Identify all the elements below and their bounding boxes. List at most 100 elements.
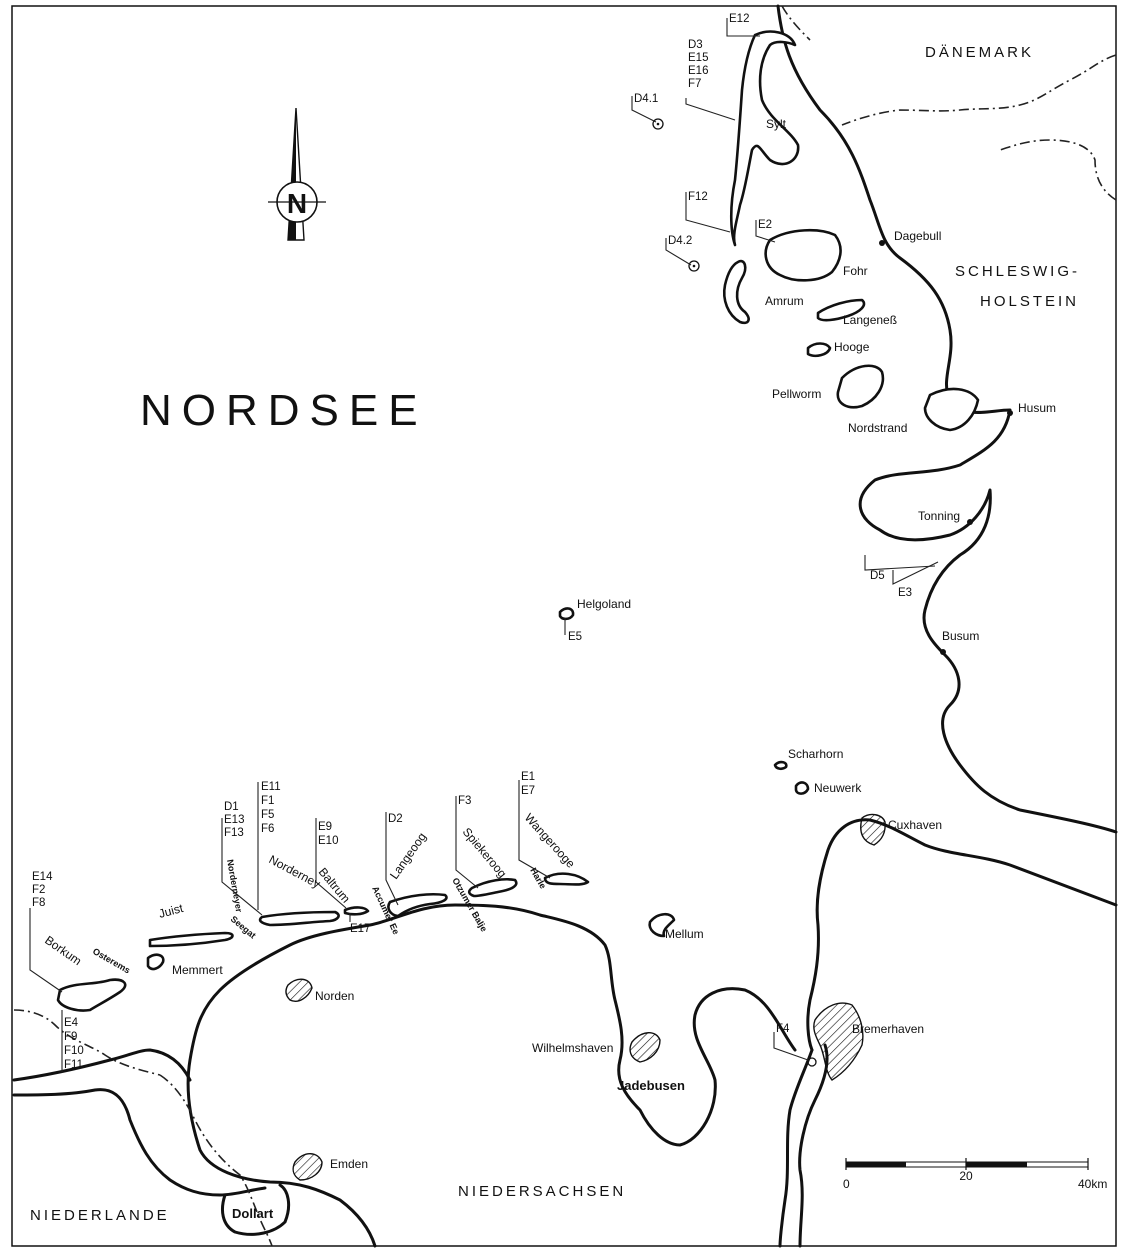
island-scharhorn [773, 760, 788, 771]
label-busum: Busum [942, 629, 979, 643]
label-bremerhaven: Bremerhaven [852, 1022, 924, 1036]
region-schleswig: SCHLESWIG- [955, 263, 1080, 280]
label-mellum: Mellum [665, 927, 704, 941]
stn-e11-3: F6 [261, 823, 274, 835]
city-emden [292, 1153, 323, 1181]
town-markers [652, 118, 1013, 1067]
city-norden [285, 978, 313, 1002]
station-labels: E12 D3 E15 E16 F7 D4.1 F12 D4.2 E2 D5 E3… [32, 13, 912, 1071]
stn-d1-2: F13 [224, 827, 244, 839]
label-sylt: Sylt [766, 117, 787, 131]
stn-borkum-n-2: F8 [32, 897, 45, 909]
town-dot-tonning [967, 519, 973, 525]
label-langeness: Langeneß [843, 313, 897, 327]
stn-d5: D5 [870, 570, 885, 582]
stn-e11-0: E11 [261, 781, 281, 793]
north-arrow-letter: N [287, 188, 307, 219]
label-wangerooge: Wangerooge [522, 811, 578, 871]
label-norderneyer: Norderneyer [225, 859, 244, 914]
label-osterems: Osterems [91, 946, 132, 975]
island-neuwerk [794, 781, 810, 795]
label-cuxhaven: Cuxhaven [888, 818, 942, 832]
label-baltrum: Baltrum [316, 865, 353, 906]
stn-borkum-n-0: E14 [32, 871, 53, 883]
stn-e11-1: F1 [261, 795, 274, 807]
town-dot-busum [940, 649, 946, 655]
stn-e9-0: E9 [318, 821, 332, 833]
stn-borkum-s-0: E4 [64, 1017, 79, 1029]
coastline [12, 4, 1118, 1248]
stn-sylt-0: D3 [688, 39, 703, 51]
scale-segment-1 [846, 1162, 906, 1167]
label-neuwerk: Neuwerk [814, 781, 862, 795]
island-mellum [648, 912, 676, 938]
island-norderney [258, 910, 340, 927]
stn-sylt-3: F7 [688, 78, 701, 90]
scale-tick-40: 40km [1078, 1177, 1107, 1191]
island-hooge [806, 342, 832, 358]
island-spiekeroog [467, 877, 518, 898]
label-nordstrand: Nordstrand [848, 421, 907, 435]
label-scharhorn: Scharhorn [788, 747, 843, 761]
region-labels: DÄNEMARK SCHLESWIG- HOLSTEIN NIEDERLANDE… [30, 44, 1080, 1224]
scale-tick-20: 20 [959, 1169, 973, 1183]
island-langeoog [387, 892, 448, 918]
city-bremerhaven [813, 1002, 864, 1081]
stn-sylt-2: E16 [688, 65, 708, 77]
stn-e1-0: E1 [521, 771, 535, 783]
label-husum: Husum [1018, 401, 1056, 415]
station-marker-f4 [807, 1057, 817, 1067]
stn-e2: E2 [758, 219, 772, 231]
stn-e5: E5 [568, 631, 582, 643]
island-langeness [816, 298, 866, 322]
island-helgoland [558, 607, 575, 621]
island-wangerooge [543, 872, 590, 886]
place-labels: Sylt Fohr Amrum Langeneß Hooge Pellworm … [42, 117, 1056, 1221]
label-norderney: Norderney [267, 852, 323, 891]
stn-borkum-s-2: F10 [64, 1045, 84, 1057]
island-pellworm [836, 364, 885, 409]
island-borkum [56, 978, 127, 1012]
stn-d1-1: E13 [224, 814, 244, 826]
island-baltrum [343, 906, 370, 916]
label-dollart: Dollart [232, 1206, 274, 1221]
stn-d1-0: D1 [224, 801, 239, 813]
island-sylt [729, 30, 800, 247]
stn-e11-2: F5 [261, 809, 274, 821]
island-fohr [764, 228, 842, 282]
scale-bar: 0 20 40km [843, 1158, 1107, 1191]
label-dagebull: Dagebull [894, 229, 941, 243]
east-frisian-islands [56, 872, 590, 1012]
label-wilhelmshaven: Wilhelmshaven [532, 1041, 613, 1055]
region-holstein: HOLSTEIN [980, 293, 1079, 310]
stn-borkum-n-1: F2 [32, 884, 45, 896]
stn-f12: F12 [688, 191, 708, 203]
sea-label-nordsee: NORDSEE [140, 386, 428, 435]
stn-f4: F4 [776, 1023, 790, 1035]
label-fohr: Fohr [843, 264, 868, 278]
stn-borkum-s-3: F11 [64, 1059, 83, 1071]
label-amrum: Amrum [765, 294, 804, 308]
label-spiekeroog: Spiekeroog [460, 825, 510, 881]
town-dot-dagebull [879, 240, 885, 246]
stn-d41: D4.1 [634, 93, 658, 105]
scale-segment-2 [966, 1162, 1027, 1167]
label-emden: Emden [330, 1157, 368, 1171]
station-marker-d42 [688, 260, 700, 272]
offshore-islands [558, 607, 810, 938]
stn-d42: D4.2 [668, 235, 692, 247]
north-arrow: N [268, 107, 326, 241]
map-frame [11, 5, 1117, 1247]
label-tonning: Tonning [918, 509, 960, 523]
region-niedersachsen: NIEDERSACHSEN [458, 1183, 626, 1200]
city-cuxhaven [860, 813, 886, 846]
island-amrum [722, 259, 750, 325]
label-pellworm: Pellworm [772, 387, 821, 401]
town-dot-husum [1007, 410, 1013, 416]
stn-e9-1: E10 [318, 835, 338, 847]
region-daenemark: DÄNEMARK [925, 44, 1034, 61]
stn-sylt-1: E15 [688, 52, 708, 64]
island-nordstrand [923, 387, 980, 432]
label-hooge: Hooge [834, 340, 870, 354]
